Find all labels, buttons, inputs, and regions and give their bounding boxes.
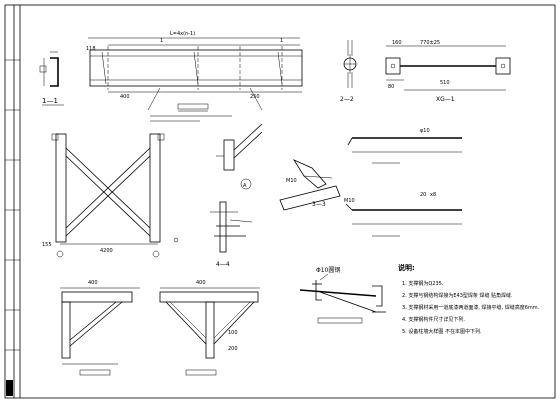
note-2: 2. 支撑与钢结构焊接为E43型焊条 焊缝 贴角焊缝. (402, 292, 513, 299)
xg1-rod: 160 770±25 80 510 XG—1 (385, 40, 511, 103)
dim-1: 1 (160, 38, 163, 44)
dim-20: 20 (420, 192, 426, 198)
bottom-bracket-middle: 400 100 200 (159, 280, 260, 376)
dim-400: 400 (120, 94, 130, 100)
dim-770: 770±25 (420, 40, 440, 46)
bottom-bracket-left: 400 (60, 280, 140, 376)
sheet-border (4, 4, 556, 399)
dim-phi10: φ10 (420, 128, 430, 134)
dim-m10: M10 (286, 178, 297, 184)
dim-4200: 4200 (100, 248, 113, 254)
note-4: 4. 支撑钢构件尺寸详见下列. (402, 316, 465, 323)
dim-x8: x8 (430, 192, 436, 198)
dim-m10b: M10 (344, 198, 355, 204)
dim-400c: 400 (196, 280, 206, 286)
round-bar-tie: Φ10圆钢 (299, 266, 386, 324)
dim-400b: 400 (88, 280, 98, 286)
bar-details: φ10 20 x8 M10 (344, 128, 462, 237)
phi10-bar-label: Φ10圆钢 (316, 266, 340, 274)
note-5: 5. 设备柱墙大样图 不在本图中下列. (402, 328, 482, 335)
dim-160: 160 (392, 40, 402, 46)
dim-155: 155 (42, 242, 52, 248)
section-4-4: 4—4 (210, 201, 253, 268)
section-1-1-label: 1—1 (42, 97, 58, 105)
section-2-2: 2—2 (340, 40, 357, 103)
notes-block: 说明: 1. 支撑钢为Q235. 2. 支撑与钢结构焊接为E43型焊条 焊缝 贴… (398, 263, 540, 335)
section-3-3: M10 3—3 (279, 159, 341, 211)
notes-heading: 说明: (398, 263, 415, 272)
section-4-4-label: 4—4 (216, 261, 230, 268)
dim-200: 200 (228, 346, 238, 352)
section-3-3-label: 3—3 (312, 201, 326, 208)
section-2-2-label: 2—2 (340, 96, 354, 103)
detail-xg1-label: XG—1 (436, 96, 455, 103)
dim-1b: 1 (280, 38, 283, 44)
top-length-dim: L=4x(n-1) (170, 31, 195, 37)
node-detail-a: A (216, 123, 263, 190)
dim-118: 118 (86, 46, 96, 52)
x-bracing-frame: 155 4200 (42, 133, 179, 258)
section-1-1: 1—1 (39, 51, 64, 106)
tie-bar-elevation: L=4x(n-1) 118 1 1 400 250 (86, 31, 303, 122)
dim-80: 80 (388, 84, 394, 90)
note-1: 1. 支撑钢为Q235. (402, 280, 444, 287)
dim-100: 100 (228, 330, 238, 336)
detail-a-circle-label: A (243, 183, 247, 189)
dim-510: 510 (440, 80, 450, 86)
note-3: 3. 支撑钢材采用一道底漆两道面漆, 焊接平缝, 焊缝高度6mm. (402, 304, 540, 311)
